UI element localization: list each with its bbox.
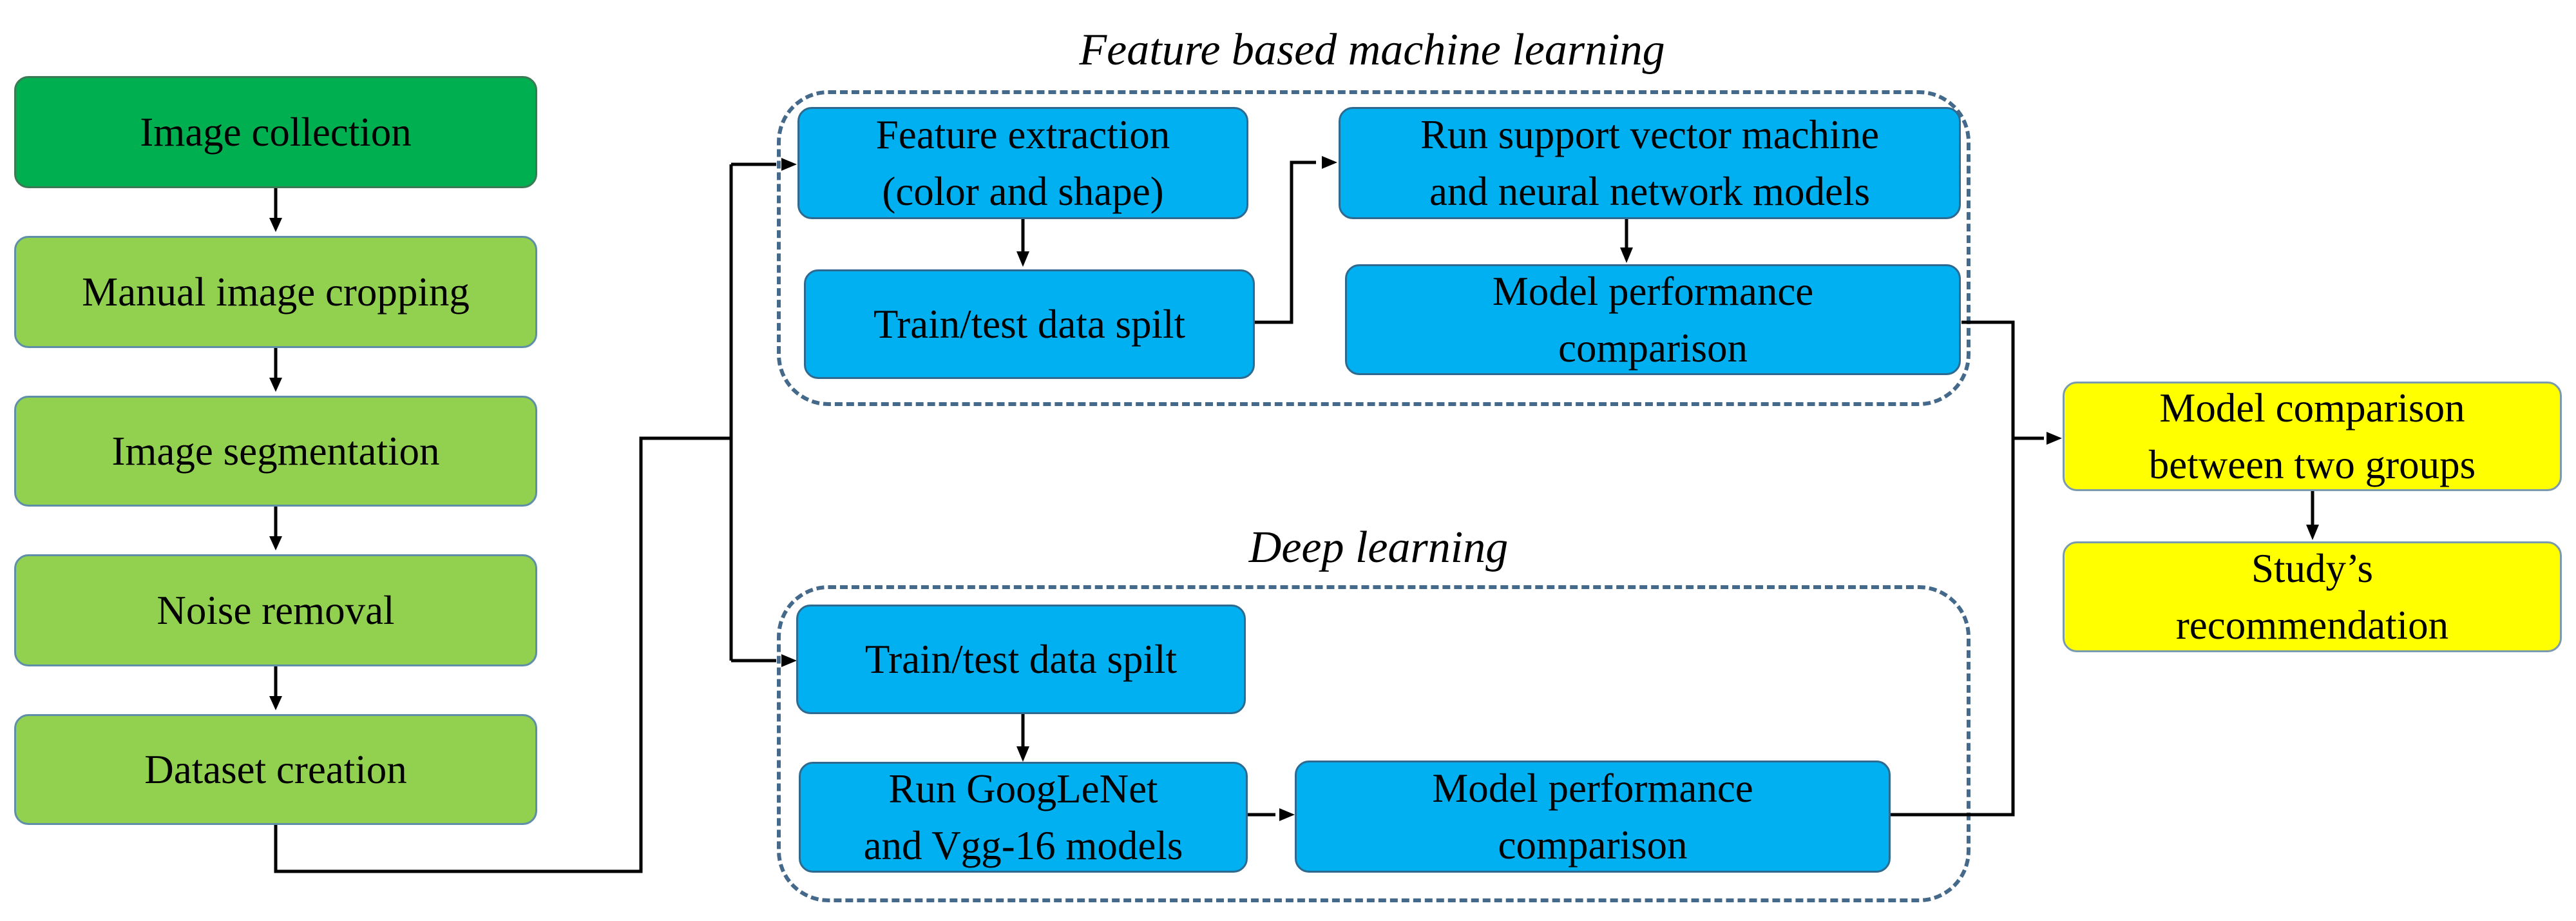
deep-model-performance-label: Model performance comparison [1432,765,1753,868]
deep-learning-group-title: Deep learning [1248,523,1509,572]
deep-train-test-split-label: Train/test data spilt [864,636,1178,682]
run-svm-nn-step: Run support vector machine and neural ne… [1339,107,1961,219]
noise-removal-step: Noise removal [14,554,537,666]
run-googlenet-vgg-label: Run GoogLeNet and Vgg-16 models [863,766,1183,868]
feature-model-performance-step: Model performance comparison [1345,264,1961,375]
run-svm-nn-label: Run support vector machine and neural ne… [1420,111,1880,214]
feature-based-group-title: Feature based machine learning [1079,25,1665,75]
feature-extraction-step: Feature extraction (color and shape) [797,107,1248,219]
feature-train-test-split-step: Train/test data spilt [804,269,1255,379]
noise-removal-label: Noise removal [157,587,395,633]
feature-model-performance-label: Model performance comparison [1492,268,1814,371]
feature-extraction-label: Feature extraction (color and shape) [875,111,1170,214]
feature-train-test-split-label: Train/test data spilt [873,301,1186,347]
dataset-creation-step: Dataset creation [14,714,537,825]
image-segmentation-label: Image segmentation [111,428,440,474]
image-collection-label: Image collection [140,109,412,155]
model-comparison-label: Model comparison between two groups [2148,385,2476,487]
model-comparison-step: Model comparison between two groups [2063,382,2562,491]
manual-image-cropping-label: Manual image cropping [82,269,470,315]
deep-learning-group [777,585,1970,902]
dataset-creation-label: Dataset creation [144,746,407,792]
run-googlenet-vgg-step: Run GoogLeNet and Vgg-16 models [799,762,1248,873]
study-recommendation-label: Study’s recommendation [2175,545,2449,648]
manual-image-cropping-step: Manual image cropping [14,236,537,348]
image-collection-step: Image collection [14,76,537,188]
deep-model-performance-step: Model performance comparison [1295,761,1891,873]
deep-train-test-split-step: Train/test data spilt [796,605,1246,714]
image-segmentation-step: Image segmentation [14,396,537,507]
feature-based-group [777,90,1970,406]
study-recommendation-step: Study’s recommendation [2063,541,2562,652]
